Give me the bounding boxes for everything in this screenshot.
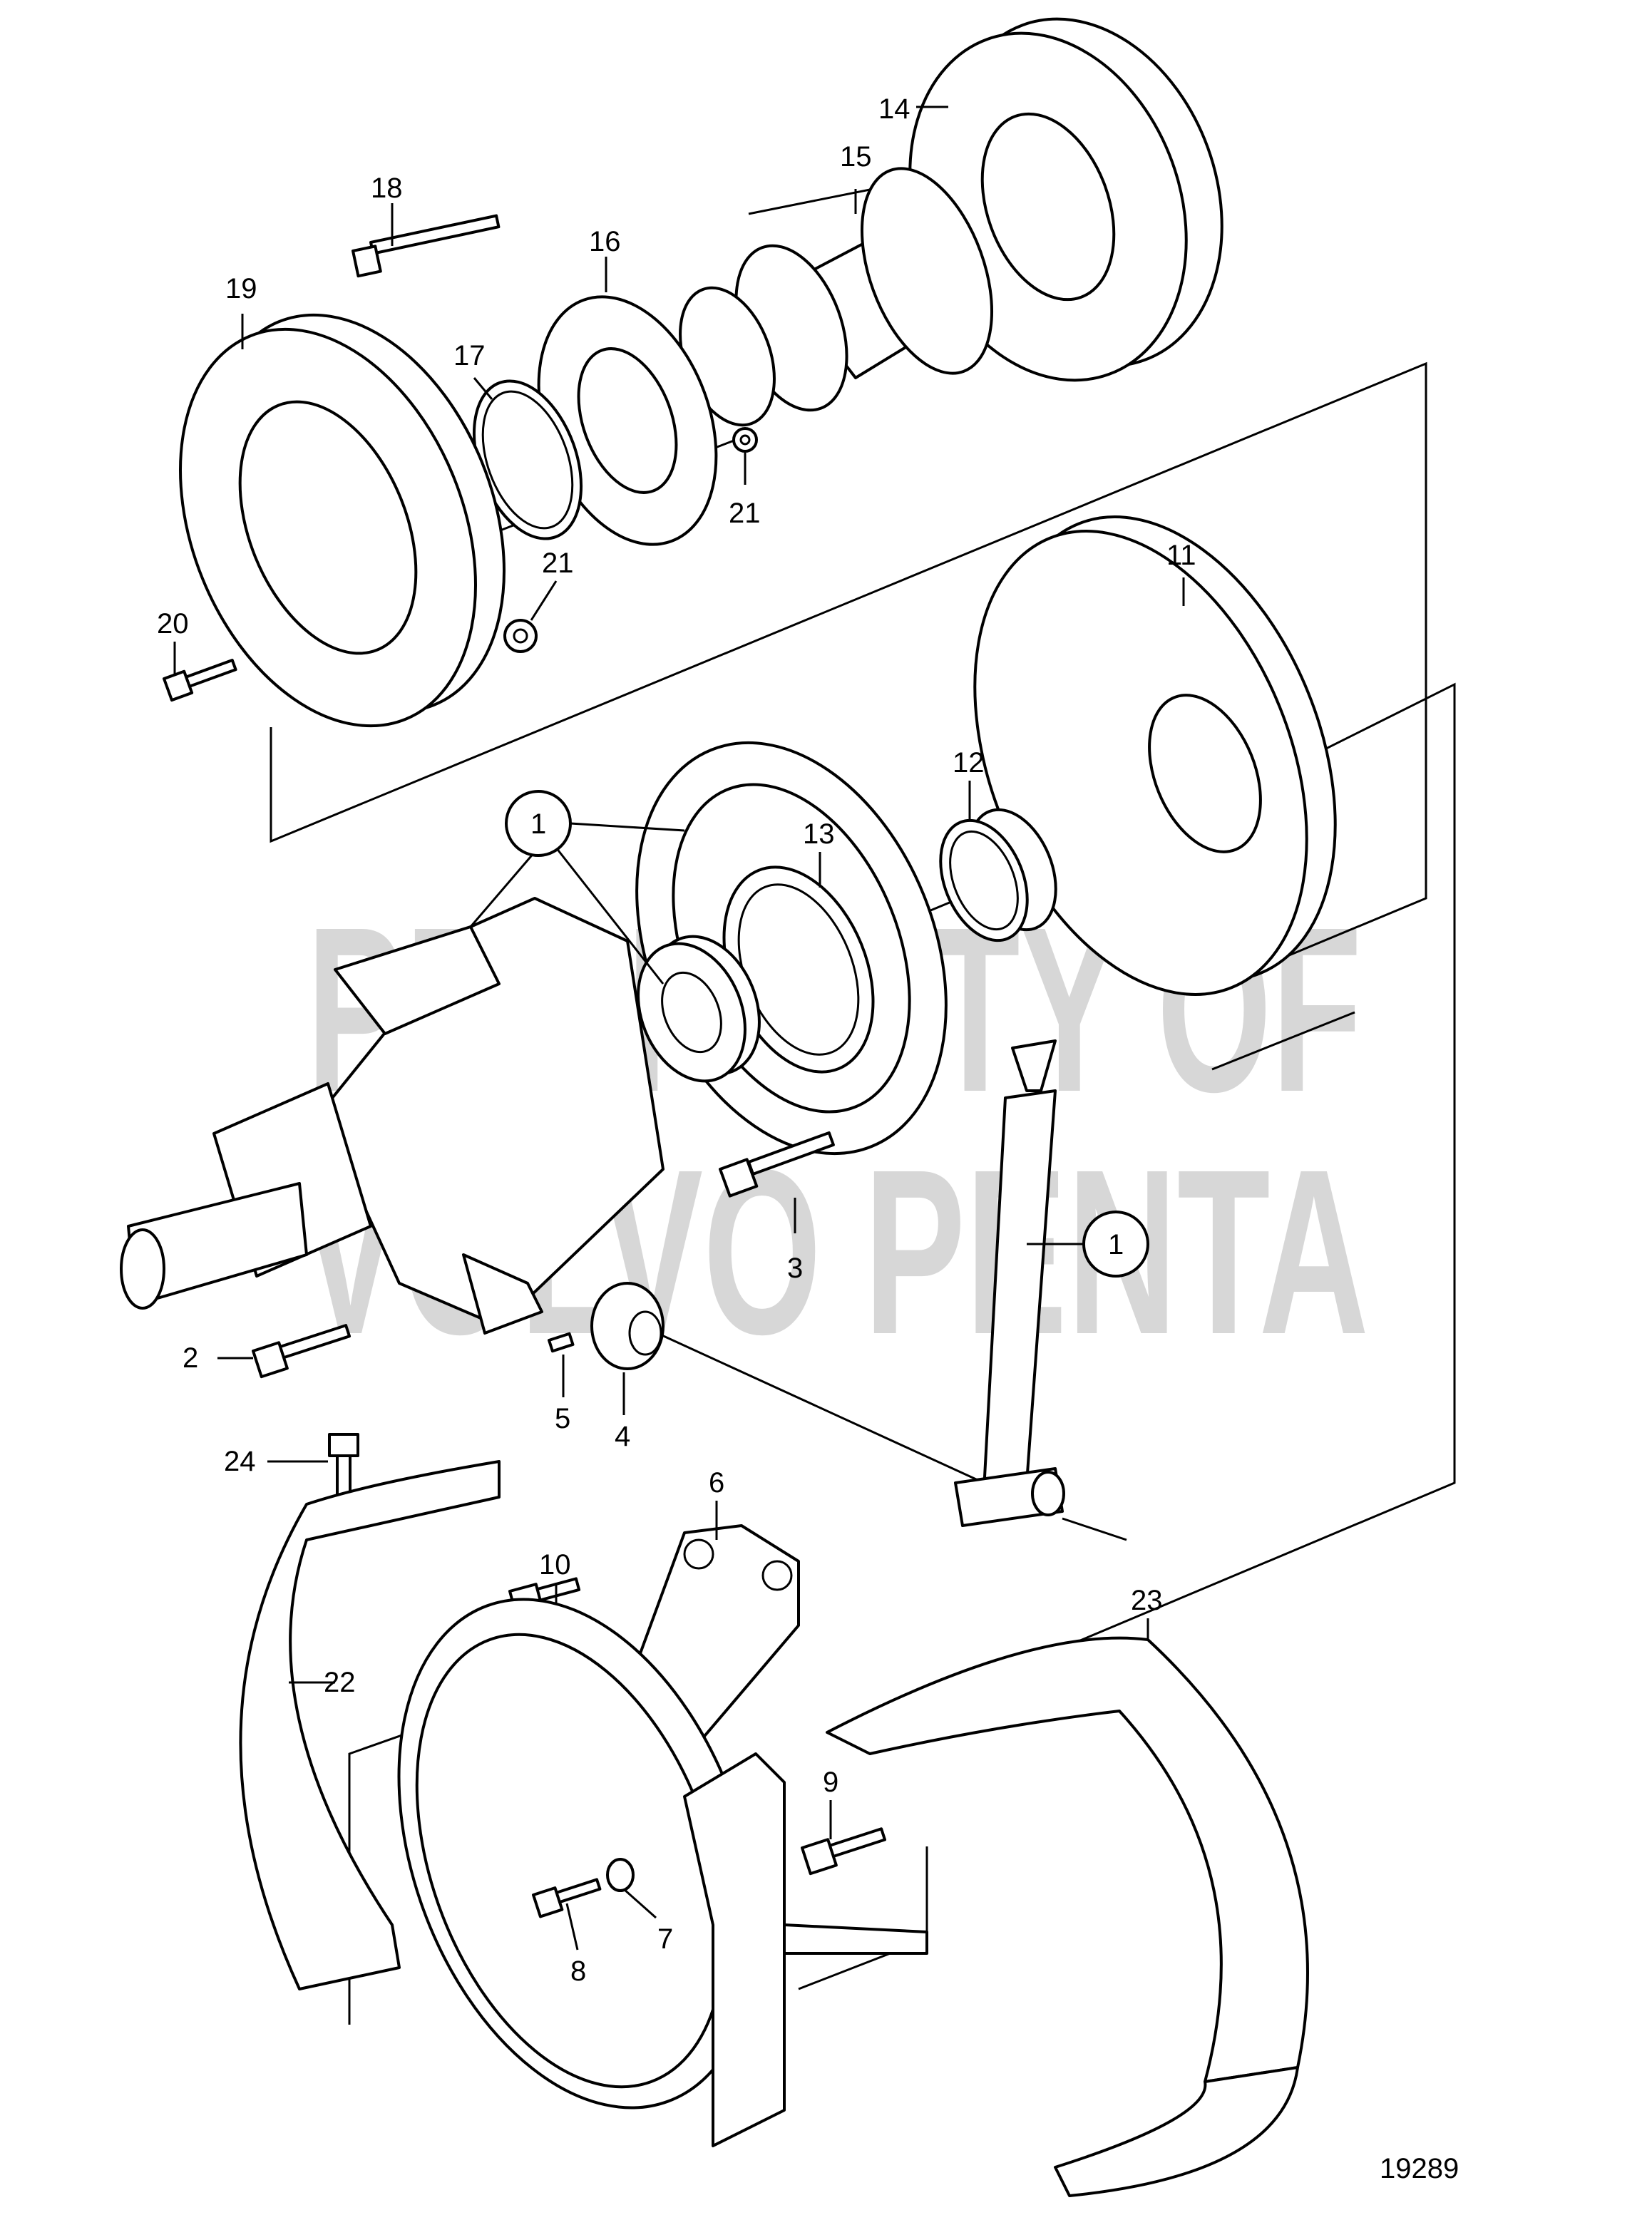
bolt-2-part xyxy=(252,1324,352,1379)
callout-14: 14 xyxy=(878,93,910,125)
callout-1a: 1 xyxy=(530,808,546,840)
collar-part xyxy=(590,1282,665,1370)
callout-21b: 21 xyxy=(542,548,574,579)
bushing-part xyxy=(939,808,1057,942)
bolt-3-part xyxy=(719,1131,835,1198)
callout-5: 5 xyxy=(555,1403,570,1434)
callout-9: 9 xyxy=(823,1767,838,1798)
guard-22-part xyxy=(239,1460,501,1990)
callout-22: 22 xyxy=(324,1667,356,1698)
callout-3: 3 xyxy=(787,1253,803,1284)
main-housing-part xyxy=(397,1598,928,2147)
callout-11: 11 xyxy=(1166,540,1196,571)
lever-part xyxy=(954,1039,1065,1527)
callout-leaders xyxy=(173,106,1185,1951)
nut-parts xyxy=(503,427,758,653)
callout-21a: 21 xyxy=(729,498,761,529)
callout-24: 24 xyxy=(224,1446,256,1477)
long-bolt-part xyxy=(352,214,501,278)
callout-2: 2 xyxy=(183,1342,198,1374)
callout-8: 8 xyxy=(570,1956,586,1987)
callout-labels: 14 15 18 16 19 17 21 21 20 11 12 13 1 1 … xyxy=(157,93,1196,1987)
callout-circles xyxy=(505,790,1149,1278)
bell-housing-part xyxy=(179,313,506,728)
gearbox-part xyxy=(120,897,665,1335)
bearing-part xyxy=(637,935,761,1083)
cover-housing-part xyxy=(973,515,1337,996)
callout-4: 4 xyxy=(615,1421,630,1452)
hub-part xyxy=(679,167,994,427)
callout-20: 20 xyxy=(157,608,189,639)
bolt-9-part xyxy=(800,1827,887,1876)
callout-18: 18 xyxy=(371,173,403,204)
guard-23-part xyxy=(826,1636,1309,2197)
callout-10: 10 xyxy=(539,1549,571,1581)
set-screw-part xyxy=(547,1332,575,1353)
callout-12: 12 xyxy=(953,747,985,778)
callout-1b: 1 xyxy=(1108,1229,1124,1260)
callout-7: 7 xyxy=(657,1923,673,1955)
callout-17: 17 xyxy=(453,340,486,371)
callout-6: 6 xyxy=(709,1467,724,1499)
callout-13: 13 xyxy=(803,818,835,850)
figure-number: 19289 xyxy=(1380,2153,1459,2184)
callout-16: 16 xyxy=(589,226,621,257)
bolt-8-part xyxy=(531,1878,602,1918)
callout-23: 23 xyxy=(1131,1585,1163,1616)
bushing-7-part xyxy=(606,1858,635,1892)
callout-19: 19 xyxy=(225,273,257,304)
callout-15: 15 xyxy=(840,141,872,173)
screw-part xyxy=(163,659,237,702)
